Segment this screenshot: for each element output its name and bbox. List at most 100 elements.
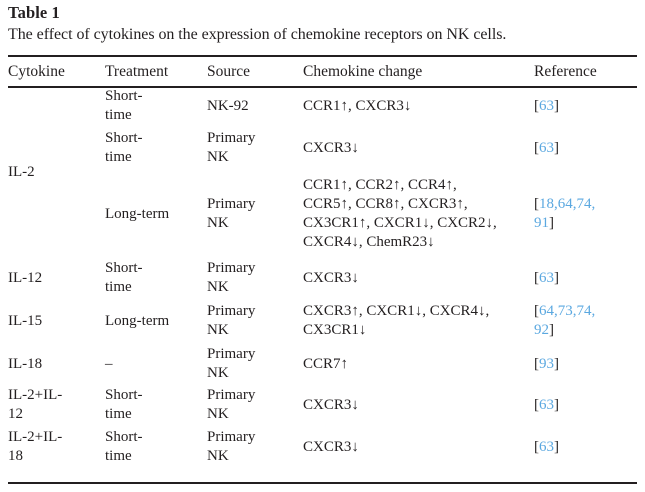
- source-line-2: NK: [207, 215, 229, 231]
- source-line-1: Primary: [207, 130, 256, 146]
- cell-reference: [64,73,74, 92]: [534, 298, 637, 344]
- table-body: IL-2 Short- time NK-92 CCR1↑, CXCR3↓: [8, 86, 637, 468]
- chemokine-line-1: CXCR3↓: [303, 396, 359, 413]
- cell-treatment: Long-term: [105, 298, 207, 344]
- cell-treatment: Long-term: [105, 170, 207, 258]
- treatment-line-2: time: [105, 279, 132, 295]
- source-line-1: Primary: [207, 429, 256, 445]
- reference-citation[interactable]: [63]: [534, 98, 559, 114]
- bracket-close: ]: [554, 438, 559, 455]
- chemokine-line-1: CCR1↑, CXCR3↓: [303, 97, 412, 114]
- reference-numbers: 63: [539, 97, 554, 114]
- bracket-close: ]: [549, 215, 554, 231]
- cell-chemokine-change: CXCR3↓: [303, 258, 534, 298]
- cytokine-label: IL-18: [8, 355, 43, 372]
- chemokine-line-1: CXCR3↓: [303, 269, 359, 286]
- source-line-2: NK: [207, 365, 229, 381]
- treatment-line-2: time: [105, 448, 132, 464]
- treatment-line-1: Long-term: [105, 205, 170, 222]
- table-row: IL-12 Short- time Primary NK CXCR: [8, 258, 637, 298]
- source-line-1: Primary: [207, 346, 256, 362]
- column-header-chemokine-change: Chemokine change: [303, 62, 423, 80]
- cell-source: Primary NK: [207, 426, 303, 468]
- bracket-open: [: [534, 438, 539, 455]
- cell-treatment: Short- time: [105, 426, 207, 468]
- reference-numbers-line-2: 92: [534, 322, 549, 338]
- cell-treatment: Short- time: [105, 126, 207, 170]
- table-header: Cytokine Treatment Source Chemokine chan…: [8, 57, 637, 86]
- chemokine-line-4: CXCR4↓, ChemR23↓: [303, 234, 435, 250]
- cell-source: Primary NK: [207, 170, 303, 258]
- cytokine-label: IL-12: [8, 269, 43, 286]
- reference-numbers: 63: [539, 396, 554, 413]
- rule-header-separator: [8, 86, 637, 88]
- table-caption-block: Table 1 The effect of cytokines on the e…: [8, 2, 638, 46]
- column-header-source: Source: [207, 62, 251, 80]
- cytokine-line-2: 12: [8, 406, 23, 422]
- cell-chemokine-change: CXCR3↑, CXCR1↓, CXCR4↓, CX3CR1↓: [303, 298, 534, 344]
- bracket-close: ]: [554, 139, 559, 156]
- cell-reference: [63]: [534, 86, 637, 126]
- cell-reference: [63]: [534, 258, 637, 298]
- treatment-line-1: Short-: [105, 88, 143, 104]
- treatment-line-2: time: [105, 149, 132, 165]
- bracket-open: [: [534, 196, 539, 212]
- reference-citation[interactable]: [93]: [534, 356, 559, 372]
- cell-chemokine-change: CXCR3↓: [303, 126, 534, 170]
- cell-chemokine-change: CXCR3↓: [303, 426, 534, 468]
- reference-numbers: 93: [539, 355, 554, 372]
- cell-source: Primary NK: [207, 126, 303, 170]
- cell-cytokine: IL-2+IL- 18: [8, 426, 105, 468]
- bracket-open: [: [534, 139, 539, 156]
- reference-citation[interactable]: [18,64,74, 91]: [534, 195, 637, 233]
- cell-cytokine: IL-2+IL- 12: [8, 384, 105, 426]
- chemokine-line-3: CX3CR1↑, CXCR1↓, CXCR2↓,: [303, 215, 497, 231]
- table-row: Long-term Primary NK CCR1↑, CCR2↑, CCR4↑…: [8, 170, 637, 258]
- table-row: IL-18 – Primary NK CCR7↑: [8, 344, 637, 384]
- cell-cytokine: IL-15: [8, 298, 105, 344]
- treatment-line-1: Short-: [105, 260, 143, 276]
- bracket-close: ]: [554, 355, 559, 372]
- treatment-line-2: time: [105, 406, 132, 422]
- treatment-line-1: Short-: [105, 387, 143, 403]
- reference-numbers: 63: [539, 139, 554, 156]
- bracket-close: ]: [554, 269, 559, 286]
- cytokine-line-2: 18: [8, 448, 23, 464]
- source-line-1: NK-92: [207, 97, 249, 114]
- cell-reference: [18,64,74, 91]: [534, 170, 637, 258]
- chemokine-line-1: CCR1↑, CCR2↑, CCR4↑,: [303, 177, 457, 193]
- chemokine-line-1: CXCR3↓: [303, 438, 359, 455]
- cell-source: Primary NK: [207, 298, 303, 344]
- reference-citation[interactable]: [63]: [534, 140, 559, 156]
- cytokine-label: IL-15: [8, 312, 43, 329]
- treatment-line-1: Short-: [105, 429, 143, 445]
- bracket-open: [: [534, 97, 539, 114]
- cell-source: Primary NK: [207, 258, 303, 298]
- reference-citation[interactable]: [63]: [534, 397, 559, 413]
- chemokine-line-2: CCR5↑, CCR8↑, CXCR3↑,: [303, 196, 468, 212]
- table-row: IL-2 Short- time NK-92 CCR1↑, CXCR3↓: [8, 86, 637, 180]
- cell-source: NK-92: [207, 86, 303, 126]
- chemokine-line-2: CX3CR1↓: [303, 322, 367, 338]
- source-line-2: NK: [207, 448, 229, 464]
- chemokine-line-1: CXCR3↑, CXCR1↓, CXCR4↓,: [303, 303, 490, 319]
- cytokine-line-1: IL-2+IL-: [8, 429, 63, 445]
- table-row: IL-2+IL- 18 Short- time Primary NK: [8, 426, 637, 468]
- cell-treatment: –: [105, 344, 207, 384]
- cytokine-label: IL-2: [8, 163, 35, 180]
- source-line-2: NK: [207, 279, 229, 295]
- chemokine-line-1: CXCR3↓: [303, 139, 359, 156]
- cell-chemokine-change: CCR7↑: [303, 344, 534, 384]
- reference-citation[interactable]: [64,73,74, 92]: [534, 302, 637, 340]
- bracket-open: [: [534, 269, 539, 286]
- reference-citation[interactable]: [63]: [534, 439, 559, 455]
- rule-bottom: [8, 482, 637, 484]
- source-line-1: Primary: [207, 196, 256, 212]
- source-line-1: Primary: [207, 387, 256, 403]
- cell-treatment: Short- time: [105, 258, 207, 298]
- cell-cytokine: IL-12: [8, 258, 105, 298]
- reference-citation[interactable]: [63]: [534, 270, 559, 286]
- cell-treatment: Short- time: [105, 384, 207, 426]
- column-header-cytokine: Cytokine: [8, 62, 65, 80]
- cell-reference: [63]: [534, 426, 637, 468]
